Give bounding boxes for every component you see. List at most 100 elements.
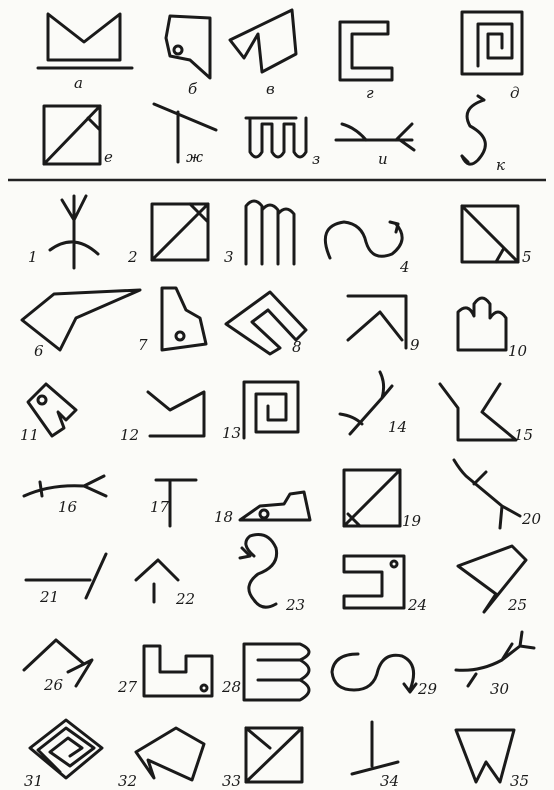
- label-21: 21: [39, 588, 59, 606]
- figure-13-shape: [244, 382, 298, 438]
- figure-14-shape: [340, 372, 392, 434]
- figure-g-shape: [340, 22, 392, 80]
- label-26: 26: [43, 676, 64, 694]
- numbered-figure-32: 32: [118, 728, 204, 790]
- figure-zh-shape: [154, 104, 216, 162]
- figure-5-lines: [462, 206, 518, 262]
- label-16: 16: [58, 498, 78, 516]
- figure-19-lines: [344, 470, 400, 526]
- figure-a-shape: [48, 14, 120, 60]
- figure-27-dot: [201, 685, 207, 691]
- figure-d-spiral: [478, 24, 512, 66]
- label-e: е: [104, 148, 113, 166]
- figure-30-shape: [456, 632, 534, 686]
- numbered-figure-26: 26: [24, 640, 92, 694]
- numbered-figure-5: 5: [462, 206, 532, 266]
- label-19: 19: [402, 512, 422, 530]
- figure-29-shape: [332, 654, 414, 690]
- figure-9-shape: [348, 296, 406, 348]
- label-23: 23: [285, 596, 305, 614]
- figure-k-arrow: [462, 156, 468, 162]
- label-15: 15: [514, 426, 533, 444]
- label-33: 33: [222, 772, 241, 790]
- numbered-figure-29: 29: [332, 654, 438, 698]
- figure-4-arrow: [390, 222, 398, 232]
- label-2: 2: [127, 248, 138, 266]
- numbered-figure-24: 24: [344, 556, 427, 614]
- reference-figure-k: к: [462, 96, 505, 174]
- numbered-figure-11: 11: [20, 384, 76, 444]
- figure-7-shape: [162, 288, 206, 350]
- numbered-figure-25: 25: [458, 546, 527, 614]
- label-17: 17: [150, 498, 170, 516]
- numbered-figure-18: 18: [214, 492, 310, 526]
- numbered-figure-2: 2: [127, 204, 208, 266]
- figure-11-dot: [38, 396, 46, 404]
- label-3: 3: [224, 248, 234, 266]
- figure-32-shape: [136, 728, 204, 780]
- numbered-figure-20: 20: [454, 460, 542, 528]
- figure-b-dot: [174, 46, 182, 54]
- numbered-figure-33: 33: [222, 728, 302, 790]
- reference-figure-d: д: [462, 12, 522, 102]
- figure-z-shape: [246, 118, 306, 157]
- numbered-figure-21: 21: [26, 554, 106, 606]
- figure-18-shape: [240, 492, 310, 520]
- reference-figure-e: е: [44, 106, 113, 166]
- figure-1-shape: [50, 196, 98, 268]
- numbered-figure-3: 3: [224, 201, 294, 266]
- label-30: 30: [490, 680, 510, 698]
- label-31: 31: [24, 772, 43, 790]
- figure-3-shape: [246, 201, 294, 264]
- figure-15-shape: [440, 384, 516, 440]
- figure-24-dot: [391, 561, 397, 567]
- label-k: к: [496, 156, 505, 174]
- figure-v-shape: [230, 10, 296, 72]
- reference-figure-z: з: [246, 118, 320, 168]
- label-zh: ж: [186, 148, 203, 166]
- figure-24-shape: [344, 556, 404, 608]
- label-29: 29: [417, 680, 438, 698]
- figure-21-shape: [26, 554, 106, 598]
- numbered-figure-9: 9: [348, 296, 420, 354]
- reference-figure-b: б: [166, 16, 210, 98]
- numbered-figure-4: 4: [325, 222, 409, 276]
- numbered-figure-16: 16: [24, 476, 106, 516]
- label-v: в: [266, 80, 275, 98]
- reference-figure-v: в: [230, 10, 296, 98]
- label-i: и: [378, 150, 388, 168]
- label-10: 10: [508, 342, 528, 360]
- label-18: 18: [214, 508, 233, 526]
- label-22: 22: [175, 590, 195, 608]
- label-32: 32: [118, 772, 137, 790]
- figure-4-shape: [325, 222, 402, 258]
- label-11: 11: [20, 426, 39, 444]
- label-27: 27: [117, 678, 138, 696]
- label-6: 6: [34, 342, 44, 360]
- numbered-figure-31: 31: [24, 720, 102, 790]
- reference-figure-a: а: [38, 14, 132, 92]
- label-b: б: [188, 80, 198, 98]
- figure-e-lines: [44, 106, 100, 164]
- numbered-figure-23: 23: [240, 535, 305, 615]
- label-24: 24: [407, 596, 427, 614]
- label-25: 25: [507, 596, 527, 614]
- label-14: 14: [388, 418, 407, 436]
- label-34: 34: [380, 772, 399, 790]
- figure-35-shape: [456, 730, 514, 782]
- numbered-figure-12: 12: [120, 392, 204, 444]
- label-12: 12: [120, 426, 139, 444]
- figure-b-shape: [166, 16, 210, 78]
- numbered-figure-19: 19: [344, 470, 422, 530]
- reference-figure-zh: ж: [154, 104, 216, 166]
- figure-10-shape: [458, 298, 506, 350]
- figure-33-lines: [246, 728, 302, 782]
- figure-20-shape: [454, 460, 520, 528]
- numbered-figure-27: 27: [117, 646, 212, 696]
- numbered-figure-35: 35: [456, 730, 529, 790]
- numbered-figure-34: 34: [352, 722, 399, 790]
- label-20: 20: [521, 510, 542, 528]
- figure-28-shape: [244, 644, 309, 700]
- label-1: 1: [28, 248, 38, 266]
